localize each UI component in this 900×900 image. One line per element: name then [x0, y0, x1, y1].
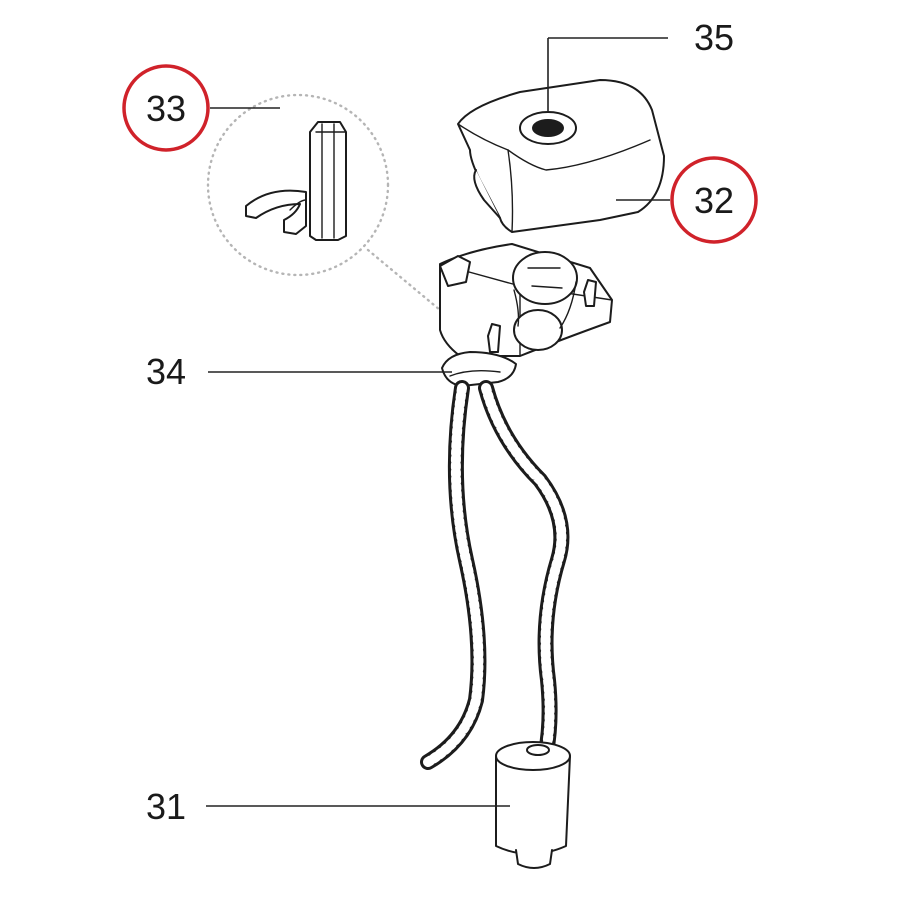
detail-pointer-line: [366, 248, 490, 352]
bracket-plate: [439, 243, 613, 357]
highlight-ring-32: [670, 156, 758, 244]
detail-view-33: [206, 93, 490, 352]
leader-lines: [206, 37, 670, 807]
float-part-31: [495, 741, 571, 869]
detail-circle: [206, 93, 390, 277]
callout-32: 32: [694, 180, 734, 221]
hood-part-32: [457, 79, 665, 233]
grommet-part-34: [441, 351, 517, 387]
callout-35: 35: [694, 17, 734, 58]
braided-hoses: [420, 380, 570, 770]
callout-33: 33: [146, 88, 186, 129]
nozzle-hole: [532, 119, 564, 137]
clip-part-33: [245, 121, 347, 241]
callout-34: 34: [146, 351, 186, 392]
highlight-ring-33: [122, 64, 210, 152]
callout-31: 31: [146, 786, 186, 827]
